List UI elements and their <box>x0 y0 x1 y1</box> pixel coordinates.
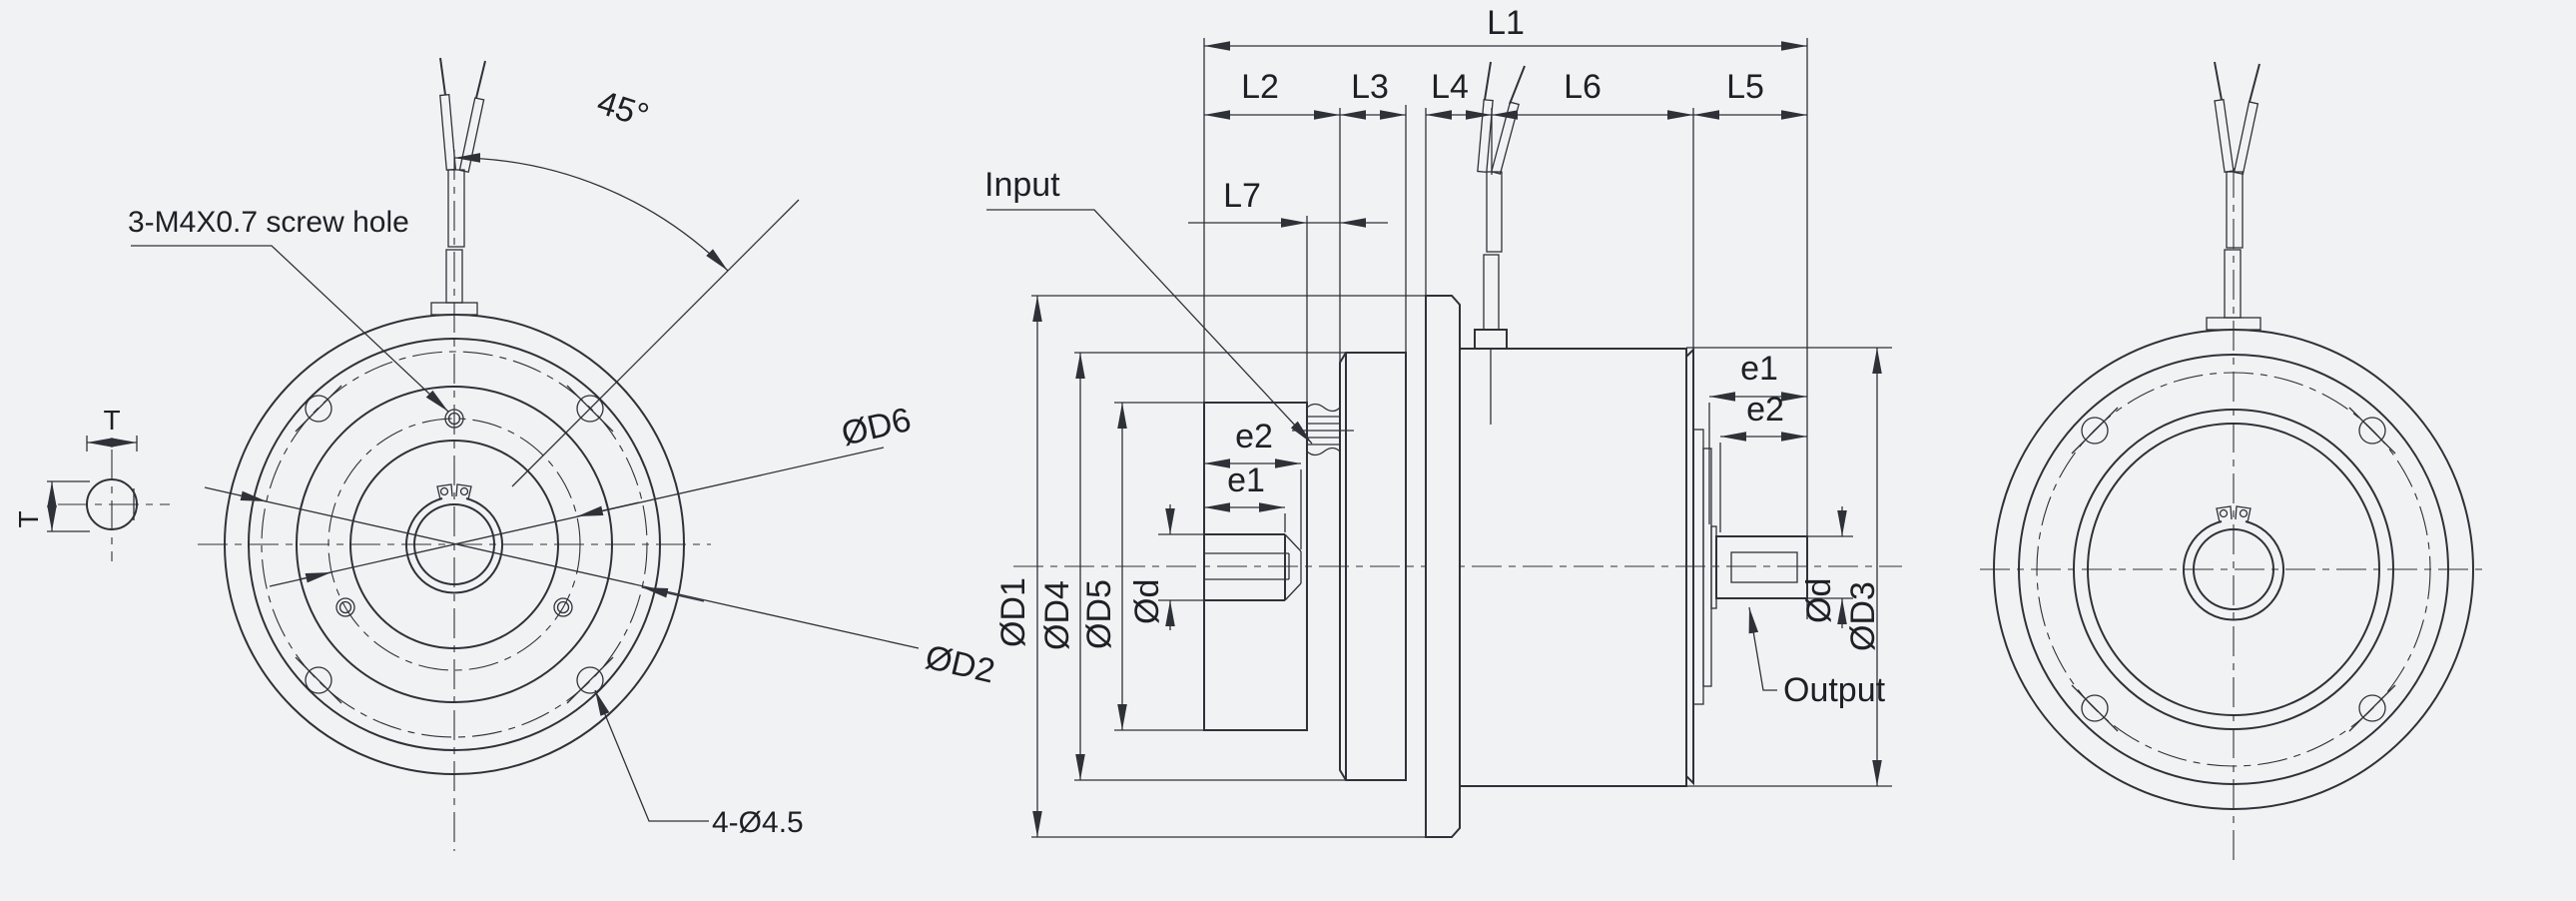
output-plate <box>1685 347 1694 786</box>
bolt-hole-note-label: 4-Ø4.5 <box>712 806 804 839</box>
dim-e1-left-label: e1 <box>1227 461 1265 499</box>
output-label: Output <box>1783 671 1886 709</box>
body-circle <box>296 386 613 703</box>
dia-d2-label: ØD2 <box>922 638 998 691</box>
left-offset-dimensions: e2 e1 <box>1204 418 1302 549</box>
right-offset-dimensions: e1 e2 <box>1708 350 1807 532</box>
angle-45-line <box>511 199 800 487</box>
circlip <box>405 483 503 594</box>
dim-l5-label: L5 <box>1726 68 1764 106</box>
dim-l4-label: L4 <box>1431 68 1469 106</box>
side-wire-terminal <box>1474 329 1508 350</box>
screw-holes-m4 <box>335 409 573 617</box>
dia-d6-label: ØD6 <box>838 401 915 453</box>
dim-e1-right-label: e1 <box>1740 350 1778 388</box>
screw-hole-note-label: 3-M4X0.7 screw hole <box>128 206 409 239</box>
input-label: Input <box>984 166 1060 204</box>
front-view: 45° 3-M4X0.7 screw hole ØD6 ØD2 4-Ø4.5 <box>128 57 998 851</box>
dia-d6-annotation: ØD6 <box>269 401 915 587</box>
screw-circle-d6 <box>327 418 581 671</box>
dim-d4-label: ØD4 <box>1038 580 1076 650</box>
input-spline <box>1292 403 1354 456</box>
length-dimensions: L1 L2 L3 L4 L6 L5 L7 <box>1188 4 1808 619</box>
dim-l3-label: L3 <box>1351 68 1389 106</box>
angle-45-label: 45° <box>593 83 654 135</box>
right-diameter-dimensions: Ød ØD3 <box>1686 347 1892 787</box>
section-height-label: T <box>13 510 44 527</box>
dim-d1-label: ØD1 <box>994 577 1032 647</box>
front-lead-wires <box>430 57 486 316</box>
output-annotation: Output <box>1748 606 1886 709</box>
flange-ring-circle <box>248 338 661 751</box>
output-shaft <box>1715 535 1808 599</box>
coil-body <box>1459 348 1687 787</box>
wire-crimp-right <box>458 97 485 174</box>
angle-45-arc <box>453 153 729 272</box>
dim-d5-label: ØD5 <box>1080 579 1118 649</box>
rear-inner-circle-2 <box>2087 423 2380 716</box>
rear-bore-circle <box>2193 528 2274 610</box>
mounting-flange <box>1425 295 1461 838</box>
wire-crimp-left <box>439 94 456 171</box>
bolt-hole-note: 4-Ø4.5 <box>594 689 804 839</box>
screw-hole-note: 3-M4X0.7 screw hole <box>128 206 449 413</box>
dim-d3-label: ØD3 <box>1844 581 1882 651</box>
flange-holes <box>295 385 614 704</box>
input-bore <box>1204 533 1302 601</box>
rear-circlip <box>2183 505 2284 621</box>
output-keyway <box>1730 551 1798 583</box>
dim-l1-label: L1 <box>1487 4 1525 42</box>
hub-circle <box>349 440 559 649</box>
input-annotation: Input <box>984 166 1313 445</box>
input-hub <box>1203 402 1308 731</box>
rear-flange-holes <box>2071 407 2396 732</box>
dim-l7-label: L7 <box>1223 177 1261 215</box>
side-lead-wires <box>1474 61 1526 425</box>
bore-circle <box>413 503 495 585</box>
dim-d-right-label: Ød <box>1800 578 1838 623</box>
dim-e2-right-label: e2 <box>1746 391 1784 429</box>
section-width-label: T <box>103 405 120 436</box>
shaft-section-view: T T <box>13 405 170 561</box>
angle-annotation: 45° <box>453 83 800 487</box>
rear-inner-circle-1 <box>2073 409 2394 730</box>
dia-d2-annotation: ØD2 <box>204 486 998 691</box>
rear-lead-wires <box>2206 61 2261 331</box>
side-view: L1 L2 L3 L4 L6 L5 L7 ØD1 ØD4 <box>984 4 1902 838</box>
dim-l2-label: L2 <box>1241 68 1279 106</box>
dim-d-left-label: Ød <box>1128 579 1166 624</box>
dim-l6-label: L6 <box>1564 68 1602 106</box>
rear-ring-circle <box>2018 354 2449 785</box>
left-diameter-dimensions: ØD1 ØD4 ØD5 Ød <box>994 295 1430 838</box>
dim-e2-left-label: e2 <box>1235 418 1273 455</box>
rear-view <box>1980 61 2488 861</box>
output-step-2 <box>1702 448 1712 687</box>
bolt-circle <box>261 351 648 738</box>
rear-bolt-circle <box>2036 372 2431 767</box>
